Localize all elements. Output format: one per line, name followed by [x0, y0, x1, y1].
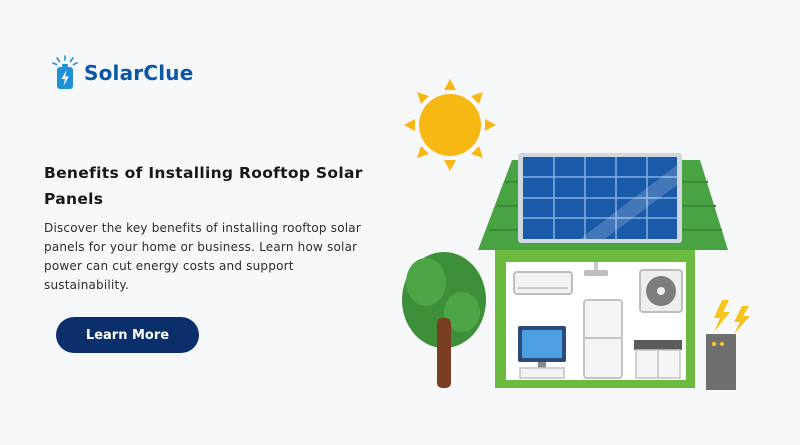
sun-icon	[404, 79, 496, 171]
brand-name: SolarClue	[84, 61, 194, 85]
lightning-icon	[714, 300, 750, 334]
learn-more-button[interactable]: Learn More	[56, 317, 199, 353]
home-battery-icon	[706, 334, 736, 390]
tree-icon	[402, 252, 486, 388]
brand-logo[interactable]: SolarClue	[52, 55, 194, 91]
solar-house-illustration	[402, 79, 750, 390]
page-title: Benefits of Installing Rooftop Solar Pan…	[44, 164, 363, 208]
battery-bolt-icon	[52, 55, 78, 89]
solar-panel	[518, 153, 682, 243]
page-description: Discover the key benefits of installing …	[44, 221, 361, 292]
